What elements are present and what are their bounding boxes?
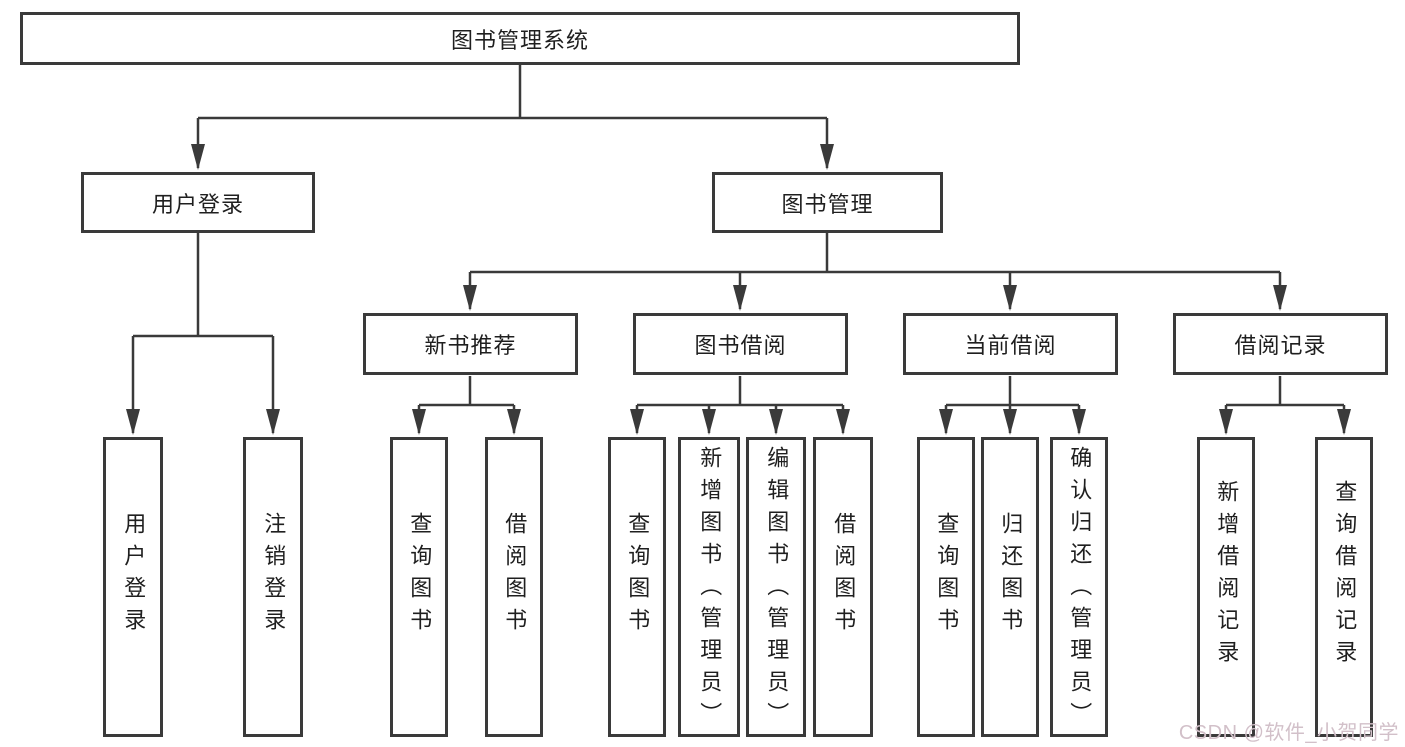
- leaf-current-return-book: 归还图书: [981, 437, 1039, 737]
- node-library-management-system: 图书管理系统: [20, 12, 1020, 65]
- node-new-book-recommend: 新书推荐: [363, 313, 578, 375]
- leaf-borrow-add-book-admin: 新增图书（管理员）: [678, 437, 740, 737]
- leaf-records-add-record: 新增借阅记录: [1197, 437, 1255, 737]
- leaf-label: 借阅图书: [831, 512, 857, 640]
- leaf-label: 查询图书: [625, 512, 651, 640]
- leaf-label: 注销登录: [261, 512, 287, 640]
- leaf-label: 借阅图书: [502, 512, 528, 640]
- leaf-recommend-query-book: 查询图书: [390, 437, 448, 737]
- leaf-label: 新增图书（管理员）: [697, 446, 723, 734]
- csdn-watermark: CSDN @软件_小贺同学: [1178, 722, 1399, 744]
- leaf-logout-login: 注销登录: [243, 437, 303, 737]
- node-label: 当前借阅: [964, 333, 1057, 358]
- node-book-borrow: 图书借阅: [633, 313, 848, 375]
- leaf-current-query-book: 查询图书: [917, 437, 975, 737]
- node-label: 图书借阅: [694, 333, 787, 358]
- leaf-label: 查询图书: [934, 512, 960, 640]
- leaf-label: 查询借阅记录: [1332, 480, 1358, 672]
- leaf-user-login: 用户登录: [103, 437, 163, 737]
- leaf-borrow-query-book: 查询图书: [608, 437, 666, 737]
- leaf-label: 确认归还（管理员）: [1067, 446, 1093, 734]
- node-label: 新书推荐: [424, 333, 517, 358]
- leaf-label: 归还图书: [998, 512, 1024, 640]
- leaf-label: 用户登录: [121, 512, 147, 640]
- node-label: 借阅记录: [1234, 333, 1327, 358]
- leaf-label: 编辑图书（管理员）: [764, 446, 790, 734]
- node-label: 图书管理系统: [450, 27, 589, 53]
- leaf-label: 新增借阅记录: [1214, 480, 1240, 672]
- leaf-label: 查询图书: [407, 512, 433, 640]
- node-label: 用户登录: [151, 191, 244, 217]
- leaf-records-query-record: 查询借阅记录: [1315, 437, 1373, 737]
- node-borrow-records: 借阅记录: [1173, 313, 1388, 375]
- leaf-recommend-borrow-book: 借阅图书: [485, 437, 543, 737]
- leaf-borrow-borrow-book: 借阅图书: [813, 437, 873, 737]
- node-user-login: 用户登录: [81, 172, 315, 233]
- leaf-borrow-edit-book-admin: 编辑图书（管理员）: [746, 437, 806, 737]
- node-book-management: 图书管理: [712, 172, 943, 233]
- node-label: 图书管理: [781, 191, 874, 217]
- leaf-current-confirm-return-admin: 确认归还（管理员）: [1050, 437, 1108, 737]
- node-current-borrow: 当前借阅: [903, 313, 1118, 375]
